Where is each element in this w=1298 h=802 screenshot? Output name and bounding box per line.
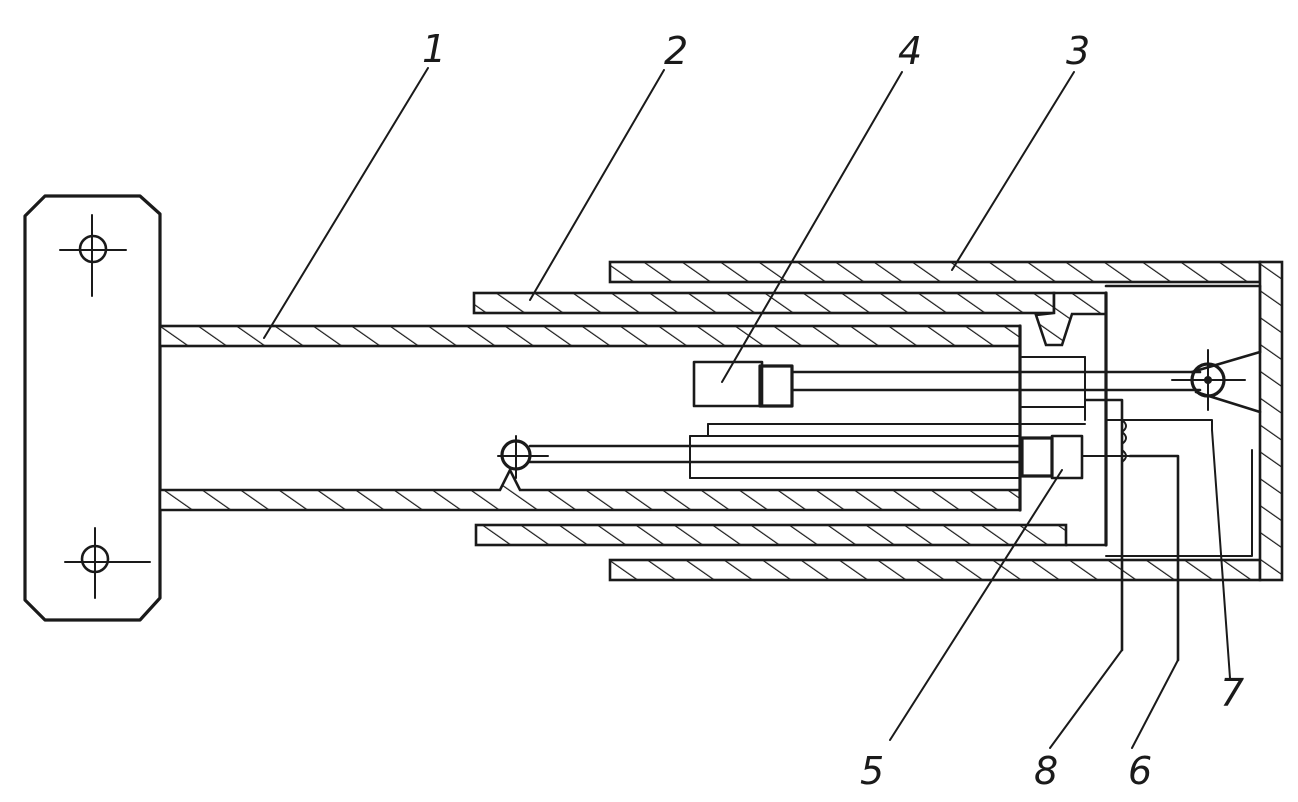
label-5: 5	[860, 749, 884, 793]
leader-5	[889, 469, 1063, 741]
cylinder-5	[528, 423, 1179, 480]
tube-3	[608, 260, 1284, 582]
cylinder-4	[692, 356, 1202, 421]
mounting-hole-bottom	[64, 527, 151, 599]
leader-4	[721, 71, 903, 383]
leader-2	[529, 69, 665, 301]
rod-pivot	[497, 435, 549, 479]
label-1: 1	[422, 27, 446, 71]
leader-7	[1211, 429, 1231, 679]
label-3: 3	[1066, 29, 1090, 73]
tube-2	[472, 291, 1108, 547]
tube-1	[158, 324, 1022, 512]
leader-lines	[263, 67, 1231, 749]
leader-6	[1131, 659, 1179, 749]
label-8: 8	[1034, 749, 1058, 793]
pivot-7	[1104, 284, 1262, 414]
part-labels: 1 2 4 3 5 8 6 7	[422, 27, 1244, 793]
label-7: 7	[1220, 671, 1244, 715]
mounting-plate	[23, 194, 162, 622]
leader-1	[263, 67, 429, 339]
mounting-hole-top	[59, 214, 127, 297]
label-4: 4	[898, 29, 922, 73]
leader-3	[951, 71, 1075, 271]
label-6: 6	[1128, 749, 1152, 793]
line-6	[1128, 454, 1180, 662]
leader-8	[1049, 649, 1123, 749]
line-8	[1084, 398, 1127, 652]
label-2: 2	[664, 29, 688, 73]
line-7	[1105, 419, 1253, 557]
